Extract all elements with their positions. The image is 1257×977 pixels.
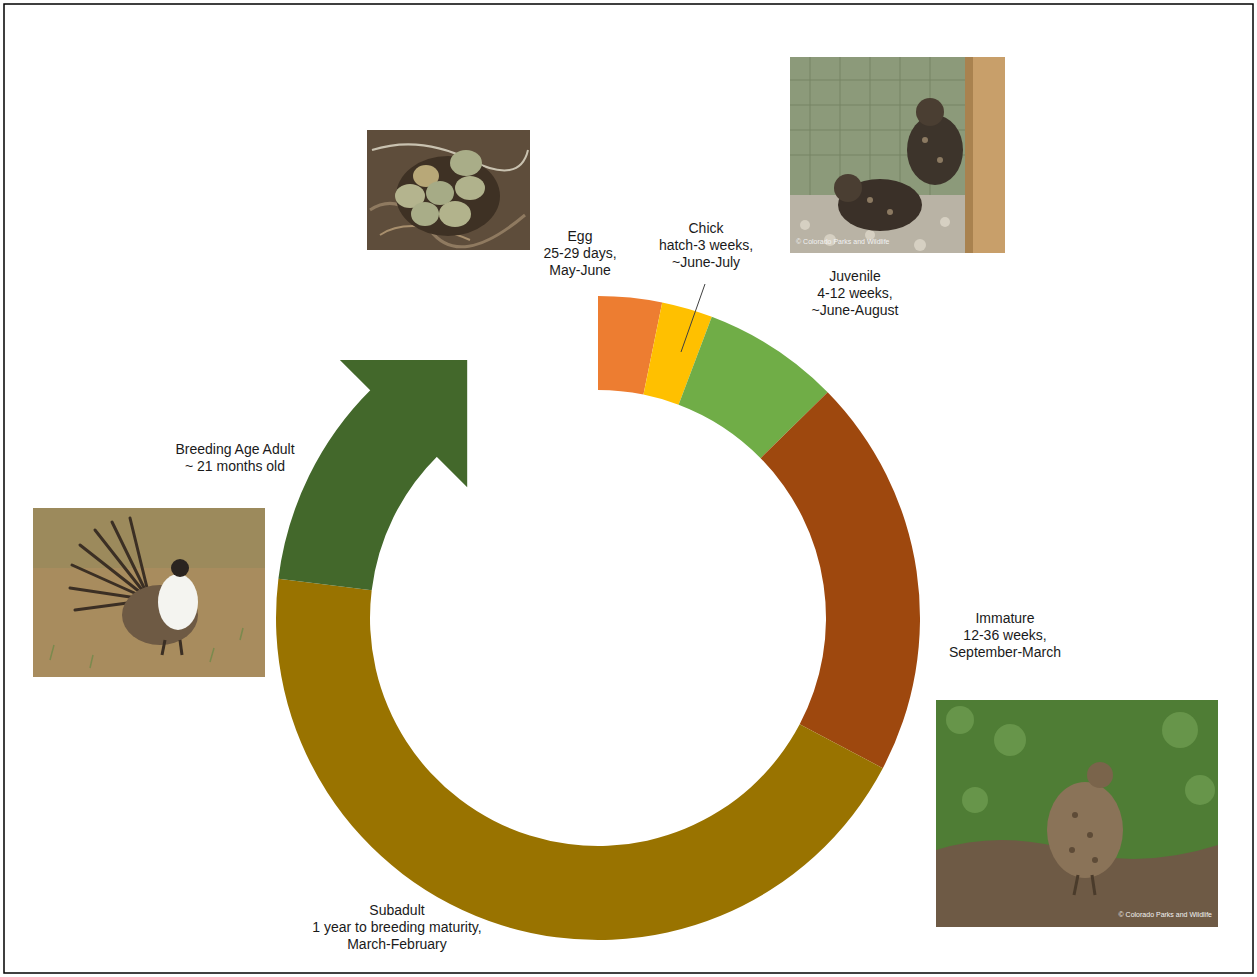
stage-label: Subadult1 year to breeding maturity, Mar… [295,902,500,953]
stage-detail: 4-12 weeks, ~June-August [804,285,906,319]
stage-detail: 1 year to breeding maturity, March-Febru… [295,919,500,953]
stage-label: Breeding Age Adult~ 21 months old [175,441,294,475]
adult-photo [33,508,265,677]
immature-photo [936,700,1218,927]
stage-name: Breeding Age Adult [175,441,294,458]
stage-detail: ~ 21 months old [175,458,294,475]
stage-label: Egg25-29 days, May-June [538,228,623,279]
stage-name: Egg [538,228,623,245]
juvenile-photo [790,57,1005,253]
stage-name: Immature [939,610,1071,627]
stage-label: Chickhatch-3 weeks, ~June-July [650,220,762,271]
frame [4,4,1253,973]
watermark: © Colorado Parks and Wildlife [796,238,889,246]
stage-label: Immature12-36 weeks, September-March [939,610,1071,661]
stage-label: Juvenile4-12 weeks, ~June-August [804,268,906,319]
ring-segment [761,392,920,768]
egg-photo [367,130,530,250]
ring-segment [276,579,883,940]
watermark: © Colorado Parks and Wildlife [1119,911,1212,919]
stage-name: Chick [650,220,762,237]
life-cycle-ring [276,296,920,940]
stage-name: Subadult [295,902,500,919]
stage-name: Juvenile [804,268,906,285]
stage-detail: 12-36 weeks, September-March [939,627,1071,661]
leader-line [681,284,705,352]
cycle-arrowhead [340,360,467,487]
stage-detail: 25-29 days, May-June [538,245,623,279]
stage-detail: hatch-3 weeks, ~June-July [650,237,762,271]
